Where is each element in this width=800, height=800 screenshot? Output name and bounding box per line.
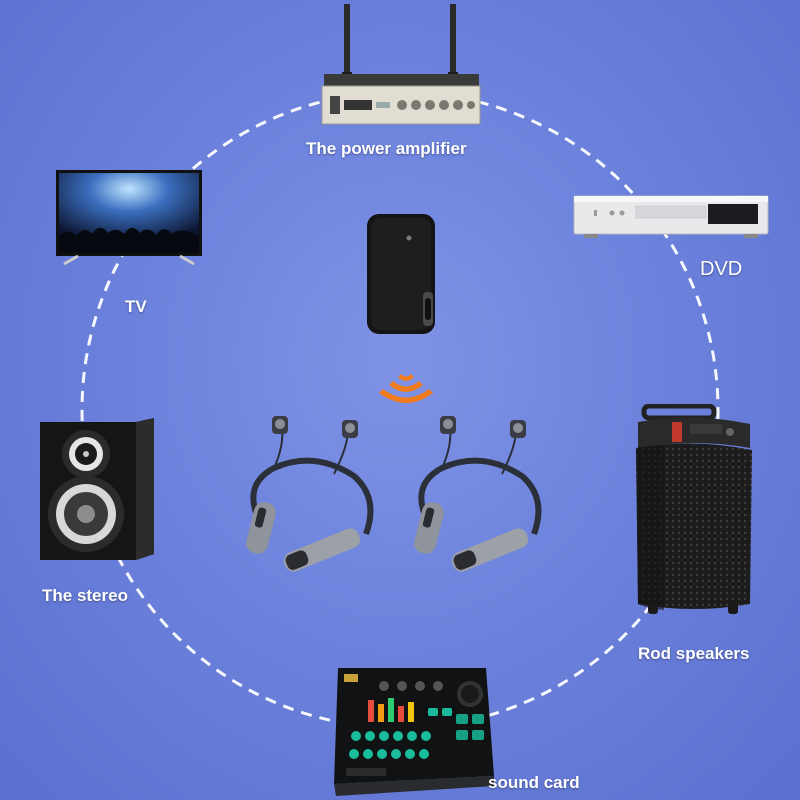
- signal-waves-icon: [379, 374, 433, 403]
- dvd-label: DVD: [700, 258, 743, 280]
- power-amplifier-label: The power amplifier: [306, 139, 467, 158]
- bookshelf-speaker-icon: [40, 418, 154, 560]
- amplifier-icon: [321, 4, 481, 125]
- sound-card-icon: [334, 668, 494, 796]
- tv-device: [56, 170, 204, 266]
- rod-speakers-label: Rod speakers: [638, 644, 750, 663]
- neckband-earphones-icon: [246, 416, 374, 572]
- neckband-earphones-left: [244, 416, 380, 578]
- power-amplifier-device: [318, 4, 483, 126]
- stereo-label: The stereo: [42, 586, 128, 605]
- rod-speakers-device: [634, 404, 754, 618]
- dvd-player-icon: [573, 195, 769, 238]
- tv-label: TV: [125, 297, 147, 316]
- neckband-earphones-icon: [414, 416, 542, 572]
- signal-waves: [374, 363, 438, 409]
- sound-card-device: [332, 664, 496, 800]
- bluetooth-transmitter-icon: [367, 214, 435, 334]
- bluetooth-transmitter-device: [365, 212, 439, 338]
- stereo-device: [40, 418, 156, 562]
- sound-card-label: sound card: [488, 773, 580, 792]
- dvd-device: [572, 190, 770, 240]
- tv-icon: [56, 170, 202, 266]
- neckband-earphones-right: [412, 416, 548, 578]
- party-speaker-icon: [636, 404, 752, 614]
